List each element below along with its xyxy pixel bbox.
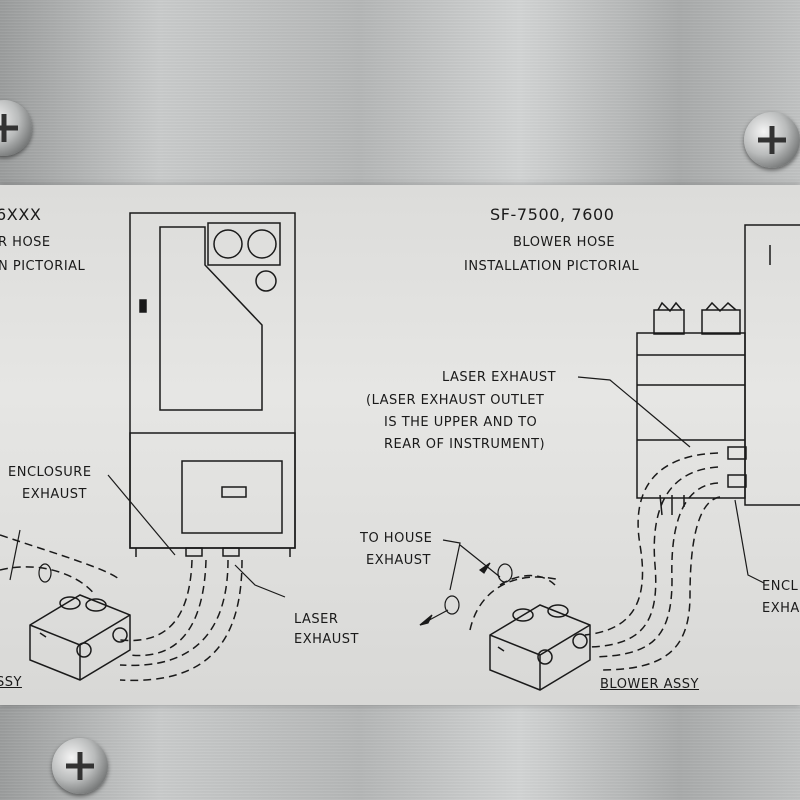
right-laser-exhaust-line3: IS THE UPPER AND TO (384, 415, 538, 430)
phillips-head-icon (0, 114, 18, 142)
right-laser-exhaust-line1: LASER EXHAUST (442, 370, 557, 385)
right-blower-assy: BLOWER ASSY (600, 677, 700, 692)
right-enclosure-fragment-line1: ENCL (762, 579, 799, 594)
right-house-exhaust-line1: TO HOUSE (360, 531, 433, 546)
right-hoses (469, 452, 721, 671)
left-laser-exhaust-line2: EXHAUST (294, 632, 359, 647)
left-enclosure-label-line2: EXHAUST (22, 487, 87, 502)
right-laser-exhaust-line2: (LASER EXHAUST OUTLET (366, 393, 545, 408)
phillips-head-icon (66, 752, 94, 780)
left-blower-fragment: SSY (0, 675, 22, 690)
left-laser-exhaust-line1: LASER (294, 612, 339, 627)
left-hoses (0, 534, 243, 682)
left-blower-box (29, 594, 131, 681)
screw-top-left (0, 100, 32, 156)
right-instrument (636, 224, 800, 516)
right-title: SF-7500, 7600 (490, 205, 615, 224)
left-leaders (9, 474, 286, 598)
right-enclosure-fragment-line2: EXHA (762, 601, 800, 616)
screw-top-right (744, 112, 800, 168)
right-subtitle-line2: INSTALLATION PICTORIAL (464, 259, 640, 274)
phillips-head-icon (758, 126, 786, 154)
left-enclosure-label-line1: ENCLOSURE (8, 465, 92, 480)
screw-bottom-left (52, 738, 108, 794)
right-laser-exhaust-line4: REAR OF INSTRUMENT) (384, 437, 546, 452)
right-leaders (419, 376, 765, 626)
right-blower-box (489, 604, 591, 691)
hose-installation-drawing (0, 212, 800, 691)
left-subtitle-line1: R HOSE (0, 235, 51, 250)
left-subtitle-line2: N PICTORIAL (0, 259, 86, 274)
instruction-label: 6XXX R HOSE N PICTORIAL ENCLOSURE EXHAUS… (0, 185, 800, 705)
left-instrument-cabinet (129, 212, 296, 557)
right-subtitle-line1: BLOWER HOSE (513, 235, 616, 250)
right-house-exhaust-line2: EXHAUST (366, 553, 431, 568)
left-title-fragment: 6XXX (0, 205, 42, 224)
